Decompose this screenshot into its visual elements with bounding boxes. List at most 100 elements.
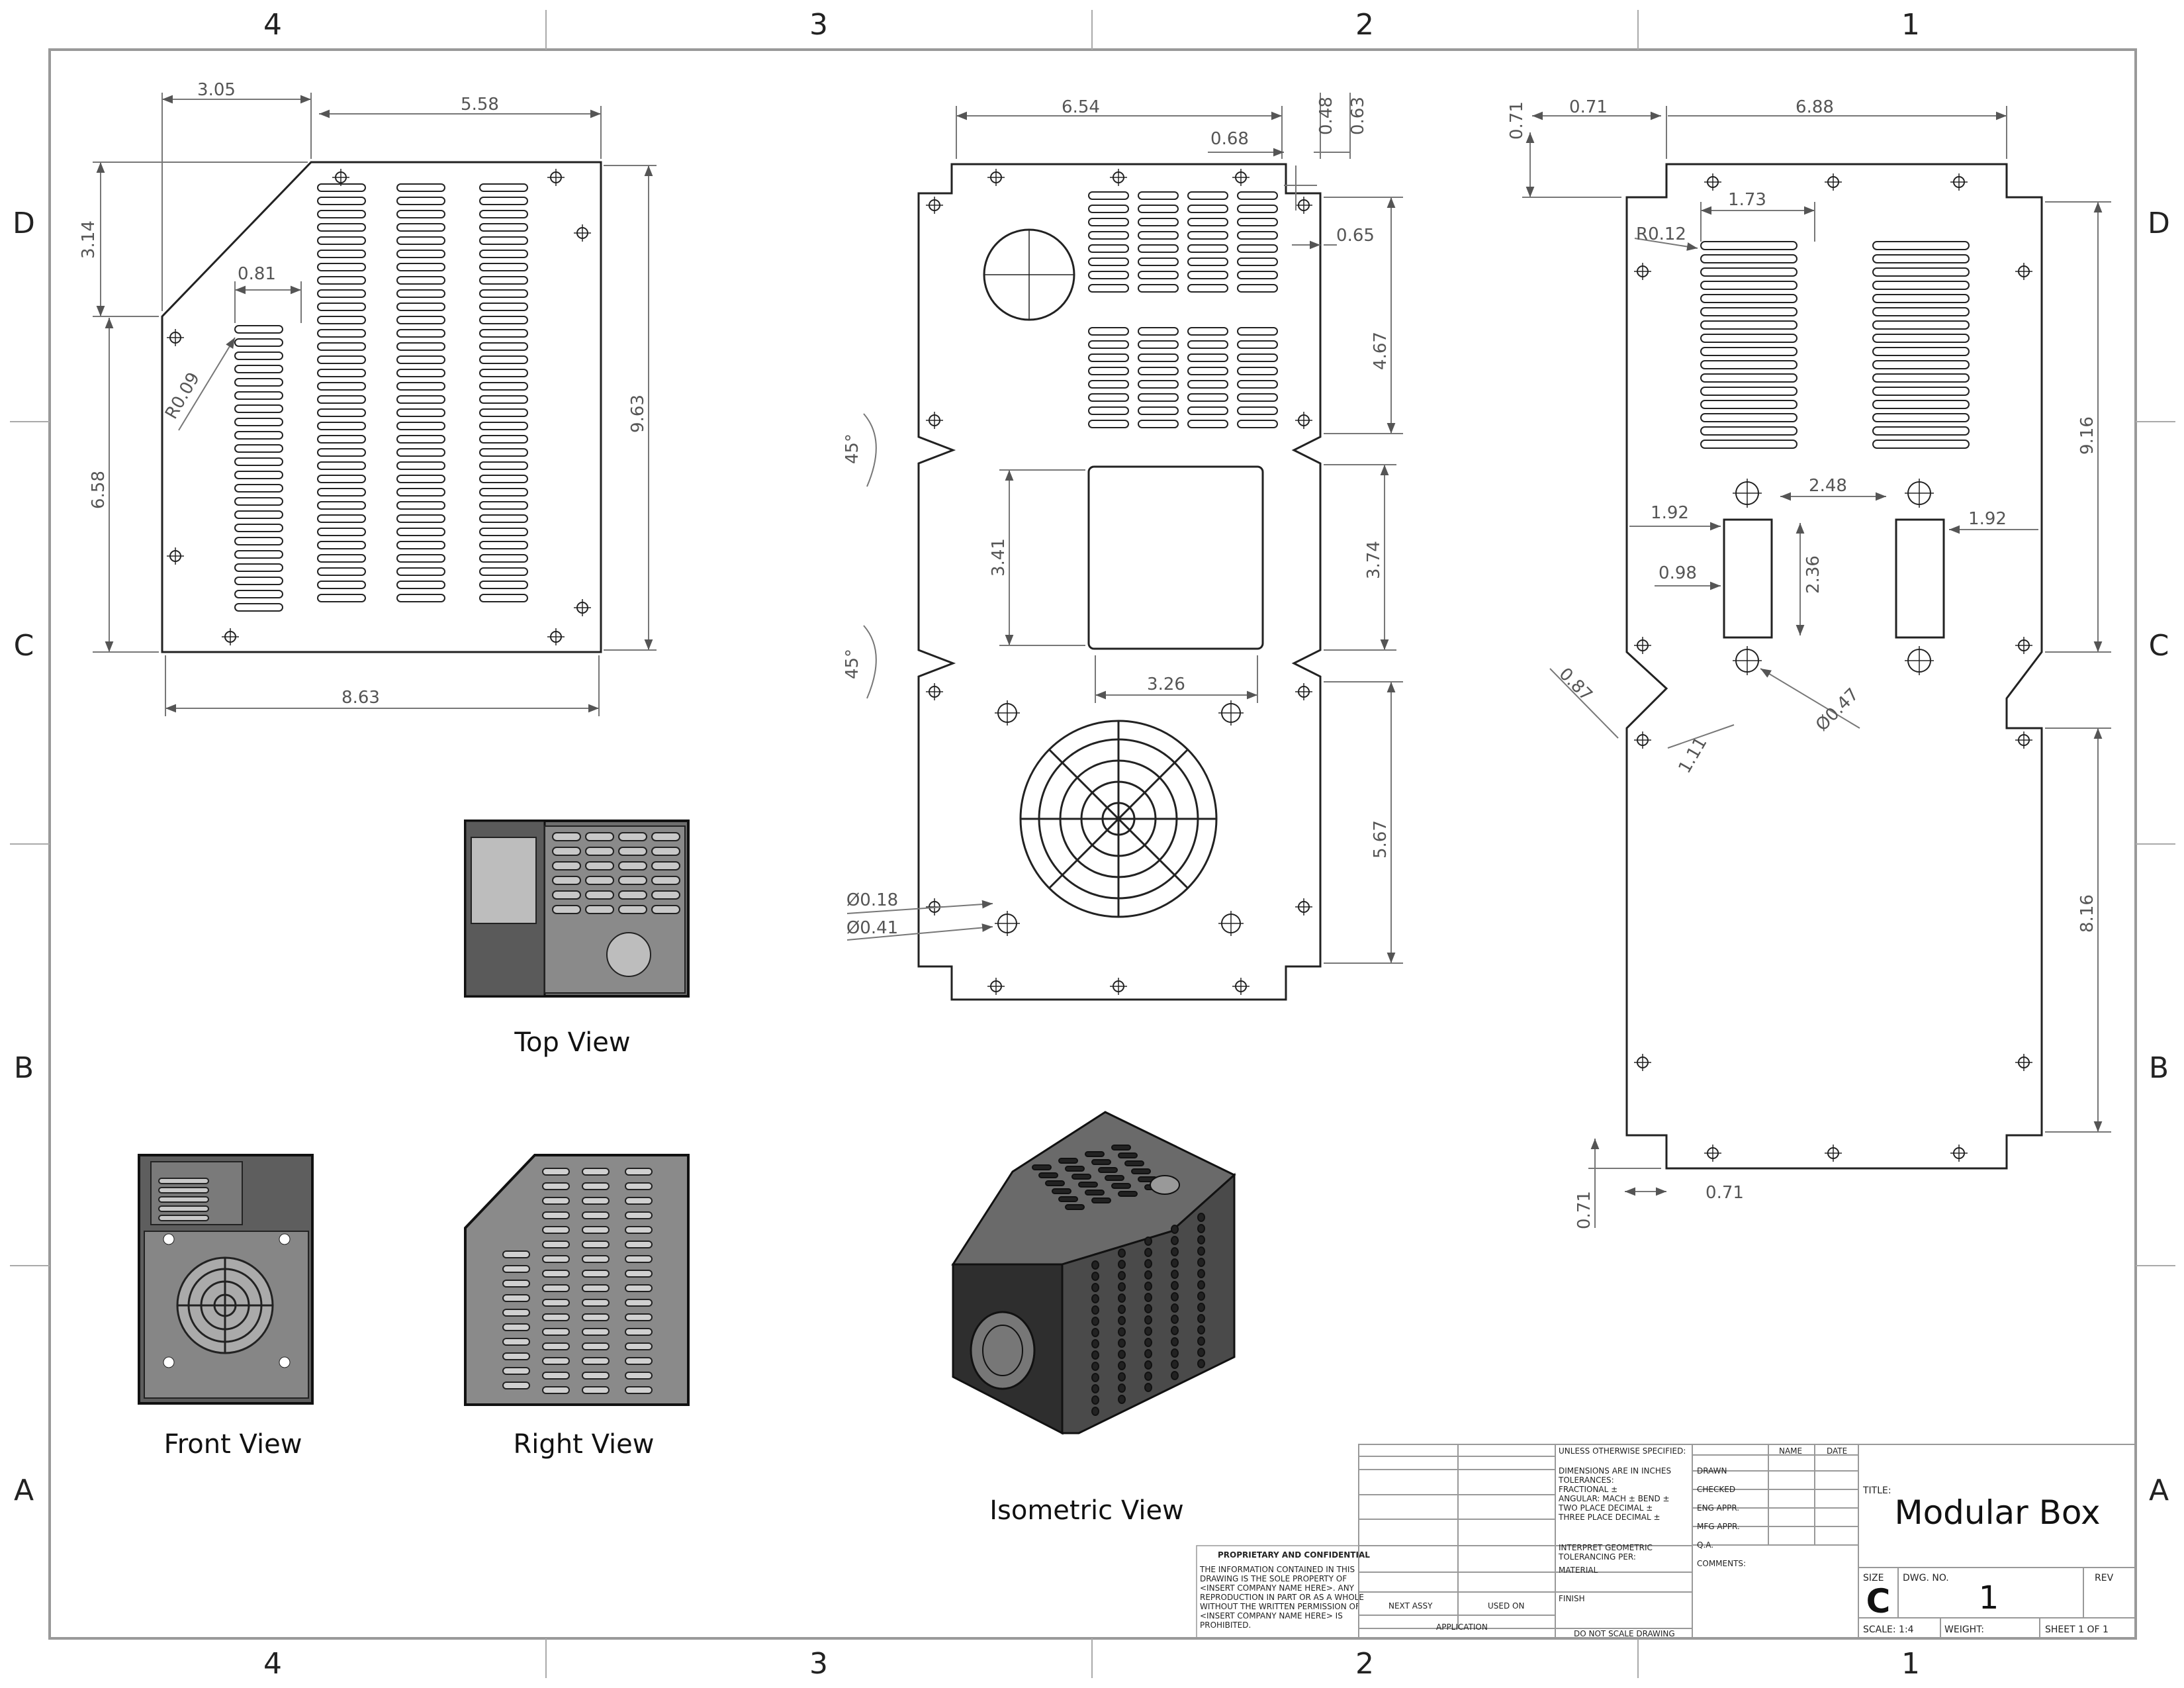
- vent-slot: [234, 431, 283, 440]
- sheet-size: C: [1866, 1582, 1891, 1620]
- vent-slot: [1091, 1317, 1099, 1326]
- vent-slot: [1237, 327, 1278, 336]
- vent-slot: [1138, 271, 1179, 279]
- proprietary-note: PROPRIETARY AND CONFIDENTIAL THE INFORMA…: [1196, 1545, 1370, 1639]
- vent-slot: [1111, 1145, 1131, 1150]
- vent-slot: [502, 1280, 530, 1288]
- right-panel-flat-pattern: 0.71 0.71 6.88 1.73 R0.12 9.16 1.92 2.48…: [1507, 97, 2111, 1229]
- vent-slot: [1091, 1395, 1099, 1405]
- vent-slot: [234, 550, 283, 559]
- vent-slot: [1091, 1260, 1099, 1270]
- vent-slot: [479, 514, 528, 523]
- vent-slot: [1171, 1315, 1179, 1324]
- vent-slot: [1197, 1258, 1205, 1267]
- zone-row-d-left: D: [13, 207, 35, 240]
- vent-slot: [1045, 1180, 1065, 1186]
- vent-slot: [1118, 1361, 1126, 1370]
- vent-slot: [1171, 1225, 1179, 1234]
- svg-text:<INSERT COMPANY NAME HERE>. A: <INSERT COMPANY NAME HERE>. ANY: [1200, 1583, 1355, 1593]
- svg-text:ENG APPR.: ENG APPR.: [1697, 1503, 1739, 1513]
- vent-slot: [1091, 1407, 1099, 1416]
- svg-text:APPLICATION: APPLICATION: [1436, 1622, 1488, 1632]
- vent-slot: [502, 1309, 530, 1317]
- vent-slot: [1091, 1272, 1099, 1281]
- vent-slot: [396, 461, 445, 470]
- vent-slot: [396, 514, 445, 523]
- vent-slot: [396, 528, 445, 536]
- vent-slot: [317, 461, 366, 470]
- vent-slot: [317, 594, 366, 602]
- vent-slot: [1138, 393, 1179, 402]
- vent-slot: [1138, 205, 1179, 213]
- vent-slot: [1237, 406, 1278, 415]
- vent-slot: [585, 905, 614, 914]
- vent-slot: [1124, 1160, 1144, 1166]
- vent-slot: [1171, 1247, 1179, 1256]
- vent-slot: [651, 905, 680, 914]
- vent-slot: [1872, 307, 1970, 316]
- vent-slot: [542, 1211, 570, 1219]
- vent-slot: [1187, 353, 1228, 362]
- dim-right-r0-12: R0.12: [1636, 224, 1686, 244]
- vent-slot: [1118, 1350, 1126, 1359]
- zone-col-1-top: 1: [1901, 8, 1920, 42]
- zone-row-b-right: B: [2149, 1051, 2169, 1085]
- vent-slot: [317, 488, 366, 496]
- side-panel-vent-slots: [234, 183, 528, 612]
- vent-slot: [1171, 1292, 1179, 1301]
- vent-slot: [1700, 347, 1797, 356]
- vent-slot: [1144, 1372, 1152, 1381]
- vent-slot: [1237, 340, 1278, 349]
- dim-right-1-92-left: 1.92: [1651, 503, 1689, 523]
- vent-slot: [234, 484, 283, 492]
- vent-slot: [1091, 1384, 1099, 1393]
- dim-right-1-92-right: 1.92: [1968, 509, 2007, 529]
- vent-slot: [552, 832, 581, 841]
- svg-text:DATE: DATE: [1827, 1446, 1847, 1456]
- vent-slot: [1700, 241, 1797, 250]
- vent-slot: [479, 382, 528, 391]
- vent-slot: [625, 1168, 653, 1176]
- vent-slot: [396, 303, 445, 311]
- zone-row-b-left: B: [14, 1051, 34, 1085]
- dim-side-0-81: 0.81: [238, 264, 276, 284]
- dim-right-9-16: 9.16: [2077, 416, 2097, 455]
- vent-slot: [396, 435, 445, 444]
- vent-slot: [479, 197, 528, 205]
- vent-slot: [1700, 373, 1797, 383]
- vent-slot: [582, 1299, 610, 1307]
- vent-slot: [1088, 218, 1129, 226]
- vent-slot: [1138, 258, 1179, 266]
- vent-slot: [396, 316, 445, 324]
- vent-slot: [1171, 1326, 1179, 1335]
- vent-slot: [1091, 1339, 1099, 1348]
- svg-text:TITLE:: TITLE:: [1862, 1485, 1891, 1496]
- zone-labels: 4 3 2 1 4 3 2 1 D C B A D C B A: [13, 8, 2170, 1681]
- dim-right-0-87: 0.87: [1555, 664, 1596, 705]
- svg-text:CHECKED: CHECKED: [1697, 1485, 1735, 1494]
- vent-slot: [234, 577, 283, 585]
- svg-text:ANGULAR: MACH ± BEND ±: ANGULAR: MACH ± BEND ±: [1559, 1494, 1670, 1503]
- vent-slot: [479, 594, 528, 602]
- svg-text:MFG APPR.: MFG APPR.: [1697, 1522, 1740, 1531]
- vent-slot: [1105, 1175, 1124, 1181]
- vent-slot: [1700, 426, 1797, 436]
- vent-slot: [625, 1226, 653, 1234]
- vent-slot: [1872, 267, 1970, 277]
- vent-slot: [479, 355, 528, 364]
- vent-slot: [1058, 1196, 1078, 1202]
- vent-slot: [1171, 1337, 1179, 1346]
- vent-slot: [1237, 380, 1278, 389]
- svg-text:USED ON: USED ON: [1488, 1601, 1524, 1611]
- svg-text:NEXT ASSY: NEXT ASSY: [1388, 1601, 1433, 1611]
- vent-slot: [585, 847, 614, 856]
- vent-slot: [1872, 373, 1970, 383]
- vent-slot: [1197, 1213, 1205, 1222]
- vent-slot: [234, 404, 283, 413]
- svg-text:REV: REV: [2095, 1573, 2114, 1583]
- zone-col-2-top: 2: [1355, 8, 1374, 42]
- vent-slot: [542, 1313, 570, 1321]
- vent-slot: [1197, 1314, 1205, 1323]
- vent-slot: [479, 408, 528, 417]
- vent-slot: [1058, 1158, 1078, 1164]
